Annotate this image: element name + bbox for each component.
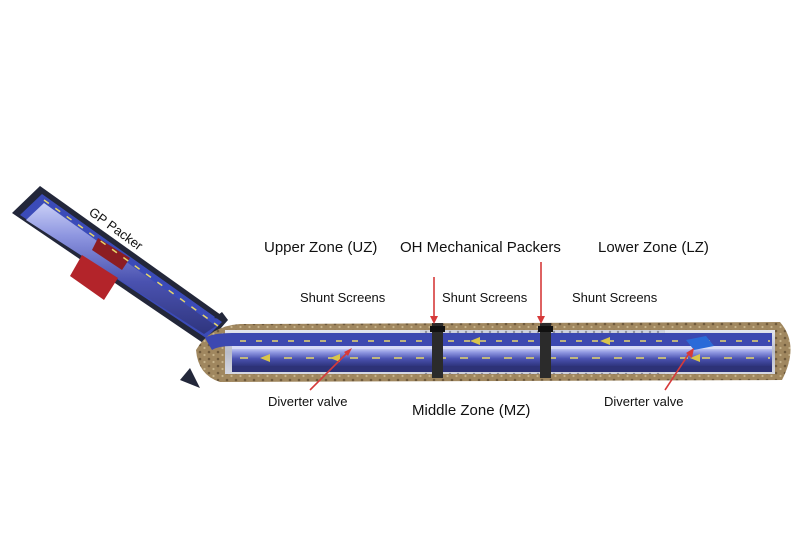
flow-arrow-icon <box>330 354 340 362</box>
oh-packers-label: OH Mechanical Packers <box>400 239 561 256</box>
pointer-arrow-icon <box>537 316 545 324</box>
shunt-screens-label-right: Shunt Screens <box>572 290 658 305</box>
flow-arrow-icon <box>600 337 610 345</box>
flow-arrows <box>260 337 700 362</box>
pointer-arrows <box>309 262 694 391</box>
flow-arrow-icon <box>470 337 480 345</box>
flow-arrow-icon <box>690 354 700 362</box>
upper-zone-label: Upper Zone (UZ) <box>264 239 377 256</box>
shunt-screens-label-mid: Shunt Screens <box>442 290 528 305</box>
lower-zone-label: Lower Zone (LZ) <box>598 239 709 256</box>
diverter-valve-label-right: Diverter valve <box>604 394 683 409</box>
packer-element-icon <box>540 323 551 378</box>
diverter-valve-label-left: Diverter valve <box>268 394 347 409</box>
pointer-arrow-icon <box>344 348 352 356</box>
shunt-screens-label-left: Shunt Screens <box>300 290 386 305</box>
pointer-arrow-icon <box>686 348 694 358</box>
angled-casing-section <box>12 186 228 388</box>
screen-assembly <box>205 333 772 372</box>
flow-arrow-icon <box>260 354 270 362</box>
pointer-arrow-icon <box>430 316 438 324</box>
gp-packer-element <box>70 255 118 300</box>
packer-element-icon <box>432 323 443 378</box>
middle-zone-label: Middle Zone (MZ) <box>412 402 530 419</box>
